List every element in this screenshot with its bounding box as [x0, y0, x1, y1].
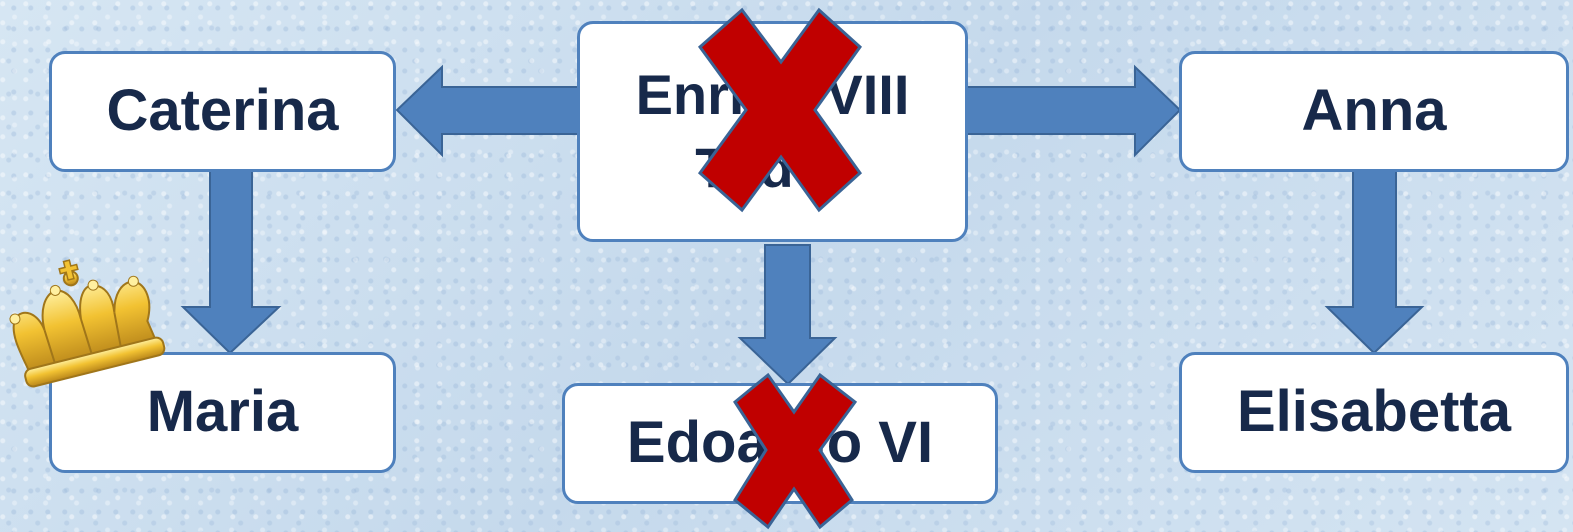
node-maria: Maria [49, 352, 396, 473]
node-caterina: Caterina [49, 51, 396, 172]
node-enrico-label-line2: Tudor [695, 135, 850, 199]
arrow-enrico-to-edoardo [737, 244, 838, 386]
arrow-enrico-to-anna [965, 64, 1182, 158]
node-elisabetta: Elisabetta [1179, 352, 1569, 473]
node-edoardo-label: Edoardo VI [626, 410, 934, 476]
node-elisabetta-label: Elisabetta [1237, 379, 1511, 445]
node-anna-label: Anna [1301, 78, 1447, 144]
node-maria-label: Maria [146, 379, 299, 445]
arrow-enrico-to-caterina [395, 64, 581, 158]
node-edoardo-vi: Edoardo VI [562, 383, 998, 504]
node-enrico-viii-tudor: Enrico VIII Tudor [577, 21, 968, 242]
node-enrico-label-line1: Enrico VIII [635, 62, 910, 126]
node-anna: Anna [1179, 51, 1569, 172]
node-caterina-label: Caterina [106, 78, 339, 144]
arrow-caterina-to-maria [180, 170, 282, 355]
arrow-anna-to-elisabetta [1324, 170, 1425, 355]
